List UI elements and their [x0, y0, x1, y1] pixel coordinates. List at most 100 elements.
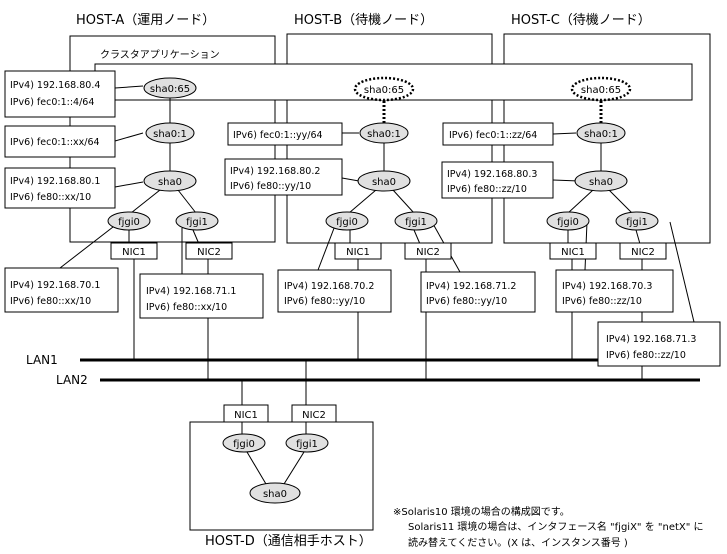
host-b-sha0-ipv4: IPv4) 192.168.80.2: [230, 166, 320, 177]
host-a-fjgi1-label: fjgi1: [186, 217, 208, 228]
host-a-nic2: NIC2: [185, 242, 233, 260]
host-c-nic2: NIC2: [619, 242, 667, 260]
host-d-sha0-node: sha0: [249, 482, 301, 504]
a-fjgi1-nic2-link: [192, 229, 200, 245]
host-b-sha0-ipv6: IPv6) fe80::yy/10: [230, 181, 311, 192]
footnote-line-1: ※Solaris10 環境の場合の構成図です。: [393, 505, 570, 518]
host-b-fjgi0-label: fjgi0: [336, 217, 358, 228]
b-sha0-fjgi0-link: [348, 189, 377, 214]
a-sha01-callout: [114, 132, 144, 142]
host-a-sha01-address-box: IPv6) fec0:1::xx/64: [4, 125, 116, 158]
host-c-sha01-node: sha0:1: [576, 122, 626, 144]
host-c-fjgi0-address-box: IPv4) 192.168.70.3 IPv6) fe80::zz/10: [555, 269, 674, 313]
host-b-sha0-node: sha0: [357, 170, 411, 192]
host-a-fjgi0-ipv6: IPv6) fe80::xx/10: [10, 296, 91, 307]
host-b-fjgi0-ipv6: IPv6) fe80::yy/10: [284, 296, 365, 307]
host-d-box: [189, 421, 374, 531]
host-c-sha01-label: sha0:1: [584, 129, 618, 140]
host-a-fjgi0-label: fjgi0: [118, 217, 140, 228]
c-fjgi1-nic2-link: [635, 229, 641, 245]
host-c-fjgi1-node: fjgi1: [615, 211, 659, 231]
host-a-sha065-address-box: IPv4) 192.168.80.4 IPv6) fec0:1::4/64: [4, 70, 116, 118]
host-b-fjgi0-address-box: IPv4) 192.168.70.2 IPv6) fe80::yy/10: [277, 269, 392, 313]
host-c-sha0-label: sha0: [589, 177, 613, 188]
host-a-fjgi0-node: fjgi0: [107, 211, 151, 231]
host-d-title: HOST-D（通信相手ホスト）: [205, 534, 372, 549]
host-a-sha065-node: sha0:65: [143, 77, 197, 99]
host-b-fjgi1-ipv4: IPv4) 192.168.71.2: [426, 281, 516, 292]
host-c-fjgi1-address-box: IPv4) 192.168.71.3 IPv6) fe80::zz/10: [597, 321, 721, 367]
host-a-nic1-label: NIC1: [122, 247, 146, 258]
host-a-sha0-address-box: IPv4) 192.168.80.1 IPv6) fe80::xx/10: [4, 167, 116, 209]
lan2-label: LAN2: [56, 373, 88, 387]
b-fjgi1-nic2-link: [413, 229, 421, 245]
host-a-title: HOST-A（運用ノード）: [76, 13, 215, 28]
c-sha01-callout: [552, 132, 577, 135]
host-a-fjgi1-address-box: IPv4) 192.168.71.1 IPv6) fe80::xx/10: [139, 273, 264, 319]
host-c-sha0-address-box: IPv4) 192.168.80.3 IPv6) fe80::zz/10: [441, 161, 554, 199]
c-fjgi1-callout: [669, 221, 695, 323]
host-a-sha01-node: sha0:1: [145, 122, 195, 144]
host-a-sha065-ipv4: IPv4) 192.168.80.4: [10, 80, 100, 91]
host-d-sha0-label: sha0: [263, 489, 287, 500]
d-fjgi1-sha0-link: [283, 451, 305, 485]
host-d-nic1: NIC1: [223, 404, 269, 423]
host-c-sha01-ipv6: IPv6) fec0:1::zz/64: [449, 130, 537, 141]
host-a-nic2-label: NIC2: [197, 247, 221, 258]
host-c-nic1: NIC1: [549, 242, 597, 260]
host-c-nic1-label: NIC1: [561, 247, 585, 258]
host-b-title: HOST-B（待機ノード）: [294, 13, 433, 28]
host-a-nic1: NIC1: [110, 242, 158, 260]
host-b-nic2-label: NIC2: [416, 247, 440, 258]
host-b-fjgi1-address-box: IPv4) 192.168.71.2 IPv6) fe80::yy/10: [420, 271, 536, 313]
host-b-nic1-label: NIC1: [346, 247, 370, 258]
host-c-fjgi1-ipv6: IPv6) fe80::zz/10: [606, 350, 686, 361]
host-c-sha065-label: sha0:65: [581, 85, 621, 96]
b-sha0-fjgi1-link: [392, 189, 415, 214]
host-c-fjgi1-label: fjgi1: [626, 217, 648, 228]
host-d-fjgi1-node: fjgi1: [285, 433, 329, 453]
b-fjgi0-callout: [317, 222, 337, 271]
host-a-sha0-label: sha0: [158, 177, 182, 188]
host-b-sha0-address-box: IPv4) 192.168.80.2 IPv6) fe80::yy/10: [224, 158, 343, 196]
cluster-application-label: クラスタアプリケーション: [100, 49, 220, 61]
host-c-sha0-node: sha0: [574, 170, 628, 192]
host-a-fjgi1-ipv6: IPv6) fe80::xx/10: [146, 302, 227, 313]
a-sha0-fjgi0-link: [130, 189, 161, 214]
host-d-fjgi0-node: fjgi0: [222, 433, 266, 453]
host-b-sha065-node: sha0:65: [353, 76, 415, 102]
host-c-fjgi0-node: fjgi0: [546, 211, 590, 231]
host-d-nic1-label: NIC1: [234, 410, 258, 421]
host-b-sha01-label: sha0:1: [367, 129, 401, 140]
a-sha0-callout: [114, 181, 144, 188]
b-sha0-callout: [341, 177, 360, 182]
host-b-sha01-address-box: IPv6) fec0:1::yy/64: [227, 122, 343, 146]
footnote-line-3: 読み替えてください。(X は、インスタンス番号 ): [408, 536, 628, 549]
host-d-nic2: NIC2: [291, 404, 337, 423]
c-sha0-fjgi0-link: [567, 189, 594, 214]
host-a-fjgi0-address-box: IPv4) 192.168.70.1 IPv6) fe80::xx/10: [4, 267, 119, 313]
host-a-fjgi1-ipv4: IPv4) 192.168.71.1: [146, 286, 236, 297]
host-b-fjgi1-label: fjgi1: [405, 217, 427, 228]
host-b-sha01-ipv6: IPv6) fec0:1::yy/64: [233, 130, 323, 141]
host-b-nic1: NIC1: [334, 242, 382, 260]
host-d-nic2-label: NIC2: [302, 410, 326, 421]
host-c-nic2-label: NIC2: [631, 247, 655, 258]
host-b-sha065-label: sha0:65: [364, 85, 404, 96]
host-b-nic2: NIC2: [404, 242, 452, 260]
host-d-fjgi1-label: fjgi1: [296, 439, 318, 450]
d-fjgi0-sha0-link: [246, 451, 267, 485]
host-a-sha065-ipv6: IPv6) fec0:1::4/64: [10, 97, 94, 108]
host-b-fjgi1-node: fjgi1: [394, 211, 438, 231]
host-c-fjgi0-ipv4: IPv4) 192.168.70.3: [562, 281, 652, 292]
host-a-sha065-label: sha0:65: [150, 84, 190, 95]
host-c-fjgi0-label: fjgi0: [557, 217, 579, 228]
host-b-fjgi0-ipv4: IPv4) 192.168.70.2: [284, 281, 374, 292]
host-a-fjgi0-ipv4: IPv4) 192.168.70.1: [10, 280, 100, 291]
host-c-fjgi1-ipv4: IPv4) 192.168.71.3: [606, 334, 696, 345]
host-c-title: HOST-C（待機ノード）: [511, 13, 651, 28]
host-b-fjgi1-ipv6: IPv6) fe80::yy/10: [426, 296, 507, 307]
lan1-label: LAN1: [26, 353, 58, 367]
host-c-sha01-address-box: IPv6) fec0:1::zz/64: [442, 122, 554, 146]
